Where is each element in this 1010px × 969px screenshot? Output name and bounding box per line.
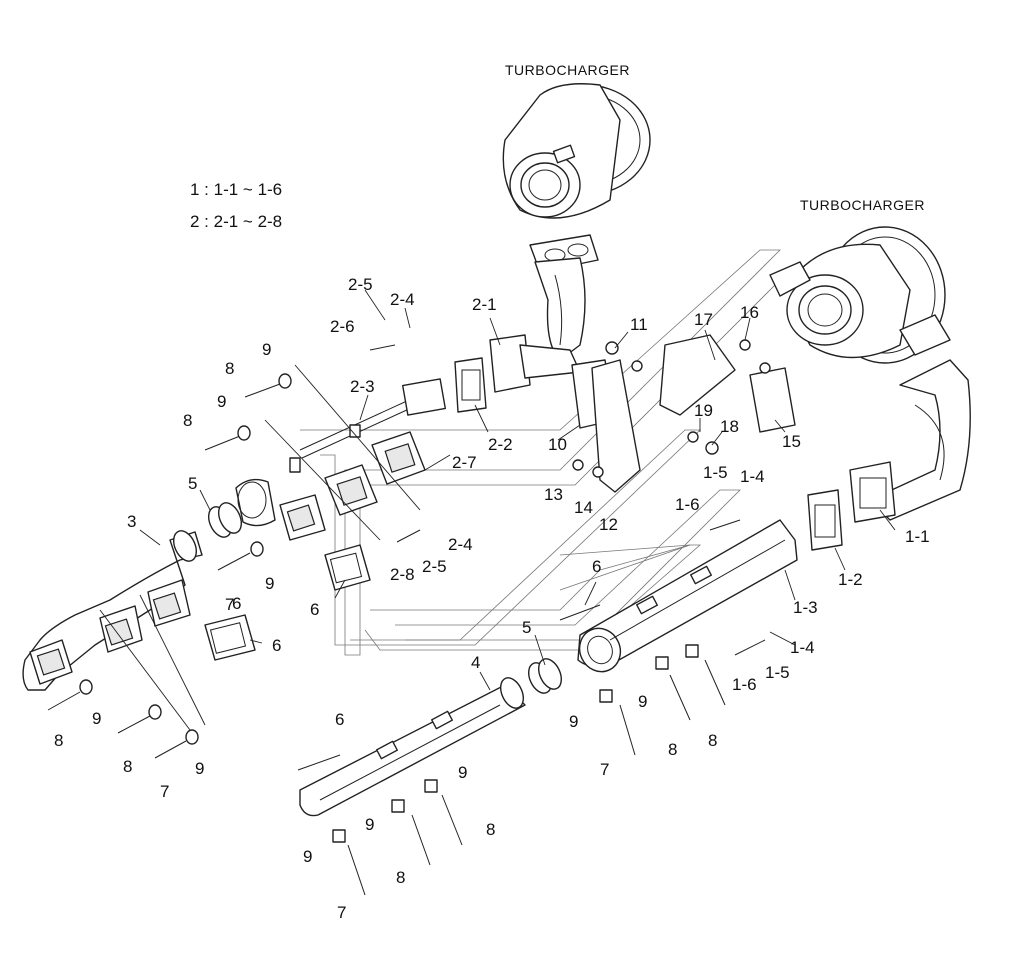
label-7-b: 7 (160, 782, 169, 801)
label-9-b: 9 (217, 392, 226, 411)
label-1-2: 1-2 (838, 570, 863, 589)
label-15: 15 (782, 432, 801, 451)
part-1-1-exhaust-pipe (849, 359, 971, 523)
label-8-a: 8 (225, 359, 234, 378)
label-8-e: 8 (668, 740, 677, 759)
label-2-5: 2-5 (348, 275, 373, 294)
part-15-bracket (749, 367, 796, 433)
label-16: 16 (740, 303, 759, 322)
part-3-manifold (22, 530, 203, 691)
label-5-right: 5 (522, 618, 531, 637)
label-2-8: 2-8 (390, 565, 415, 584)
part-17-bracket (659, 334, 736, 416)
part-2-1-exhaust-pipe (489, 257, 586, 393)
label-7-d: 7 (337, 903, 346, 922)
label-8-c: 8 (54, 731, 63, 750)
label-13: 13 (544, 485, 563, 504)
part-1-3-manifold (577, 519, 798, 673)
label-1-4-lower: 1-4 (790, 638, 815, 657)
label-2-5-lower: 2-5 (422, 557, 447, 576)
label-2-4: 2-4 (390, 290, 415, 309)
label-9-g: 9 (638, 692, 647, 711)
legend-line-1: 1 : 1-1 ~ 1-6 (190, 180, 282, 199)
label-8-f: 8 (708, 731, 717, 750)
part-2-3-rail (289, 378, 447, 473)
seal-rings-5 (207, 502, 563, 694)
label-6-d: 6 (335, 710, 344, 729)
gaskets-6 (204, 544, 601, 771)
label-2-4-lower: 2-4 (448, 535, 473, 554)
part-labels: 2-5 2-4 2-6 2-1 2-3 2-2 2-7 2-4 2-5 2-8 … (54, 275, 930, 922)
label-1-4: 1-4 (740, 467, 765, 486)
label-2-1: 2-1 (472, 295, 497, 314)
label-9-i: 9 (365, 815, 374, 834)
part-2-2-gasket (454, 357, 487, 413)
label-8-d: 8 (123, 757, 132, 776)
label-9-a: 9 (262, 340, 271, 359)
label-18: 18 (720, 417, 739, 436)
label-8-b: 8 (183, 411, 192, 430)
label-1-5-lower: 1-5 (765, 663, 790, 682)
part-1-2-gasket (807, 489, 843, 551)
label-6-b: 6 (272, 636, 281, 655)
turbocharger-right: TURBOCHARGER (769, 197, 951, 364)
label-1-6: 1-6 (675, 495, 700, 514)
part-12-bracket (591, 359, 641, 493)
label-12: 12 (599, 515, 618, 534)
label-14: 14 (574, 498, 593, 517)
label-6-e: 6 (232, 594, 241, 613)
turbocharger-top: TURBOCHARGER (502, 62, 651, 273)
legend-line-2: 2 : 2-1 ~ 2-8 (190, 212, 282, 231)
label-9-j: 9 (303, 847, 312, 866)
label-9-f: 9 (569, 712, 578, 731)
label-2-7: 2-7 (452, 453, 477, 472)
label-7-c: 7 (600, 760, 609, 779)
label-19: 19 (694, 401, 713, 420)
label-2-2: 2-2 (488, 435, 513, 454)
label-6-a: 6 (310, 600, 319, 619)
label-8-h: 8 (486, 820, 495, 839)
label-1-5: 1-5 (703, 463, 728, 482)
label-5-left: 5 (188, 474, 197, 493)
label-7-a: 7 (225, 595, 234, 614)
label-2-3: 2-3 (350, 377, 375, 396)
label-9-c: 9 (265, 574, 274, 593)
label-9-e: 9 (195, 759, 204, 778)
turbocharger-right-title: TURBOCHARGER (800, 197, 925, 213)
turbocharger-top-title: TURBOCHARGER (505, 62, 630, 78)
label-4: 4 (471, 653, 480, 672)
label-1-6-lower: 1-6 (732, 675, 757, 694)
label-3: 3 (127, 512, 136, 531)
label-1-1: 1-1 (905, 527, 930, 546)
bolts-and-spacers (47, 339, 771, 896)
label-10: 10 (548, 435, 567, 454)
label-2-6: 2-6 (330, 317, 355, 336)
label-11: 11 (630, 315, 648, 334)
part-4-manifold (299, 677, 526, 817)
part-2-7-manifold (235, 431, 426, 541)
label-6-c: 6 (592, 557, 601, 576)
label-9-d: 9 (92, 709, 101, 728)
label-8-g: 8 (396, 868, 405, 887)
label-17: 17 (694, 310, 713, 329)
brackets (571, 334, 796, 493)
leader-lines (99, 289, 896, 731)
label-1-3: 1-3 (793, 598, 818, 617)
label-9-h: 9 (458, 763, 467, 782)
